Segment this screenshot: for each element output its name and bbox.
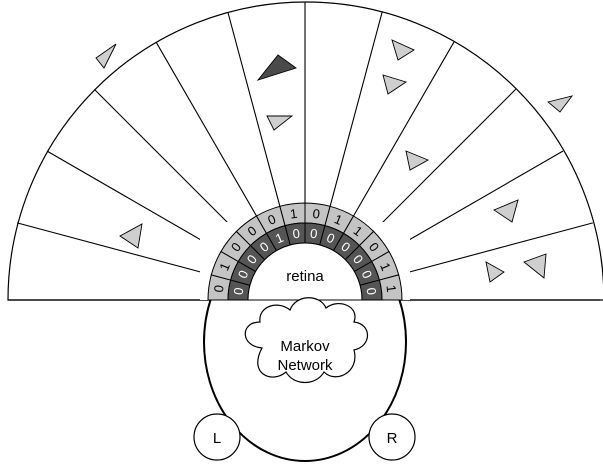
prey-triangle bbox=[391, 39, 415, 61]
prey-group bbox=[95, 39, 574, 283]
retina-outer-bit: 0 bbox=[312, 206, 321, 222]
prey-triangle bbox=[119, 223, 143, 249]
retina-inner-bit: 0 bbox=[292, 226, 301, 242]
right-motor-label: R bbox=[387, 430, 398, 447]
prey-triangle bbox=[256, 54, 297, 81]
sector-lines bbox=[17, 2, 593, 276]
retina-center bbox=[247, 242, 363, 301]
retina-outer-bit: 1 bbox=[383, 284, 399, 293]
left-motor-label: L bbox=[213, 430, 221, 447]
retina-inner-bit: 0 bbox=[309, 226, 318, 242]
prey-triangle bbox=[547, 95, 574, 113]
sector-line bbox=[398, 222, 593, 276]
retina bbox=[207, 202, 403, 301]
sector-line bbox=[329, 12, 383, 207]
sector-line bbox=[388, 150, 564, 252]
sector-line bbox=[155, 41, 257, 217]
prey-triangle bbox=[95, 43, 117, 69]
sector-line bbox=[227, 12, 281, 207]
markov-network-label-line2: Network bbox=[277, 357, 333, 374]
markov-network-cloud bbox=[244, 297, 369, 384]
sector-line bbox=[46, 150, 222, 252]
retina-outer-bit: 0 bbox=[211, 284, 227, 293]
sector-line bbox=[373, 88, 517, 232]
sector-line bbox=[353, 41, 455, 217]
retina-inner-bit: 0 bbox=[231, 287, 247, 296]
prey-triangle bbox=[266, 115, 294, 131]
sector-line bbox=[17, 222, 212, 276]
markov-network-label-line1: Markov bbox=[280, 338, 330, 355]
retina-inner-bit: 0 bbox=[364, 287, 380, 296]
prey-triangle bbox=[523, 253, 547, 279]
sector-line bbox=[93, 88, 237, 232]
right-motor bbox=[368, 413, 416, 461]
prey-triangle bbox=[485, 261, 505, 283]
prey-triangle bbox=[493, 199, 519, 223]
prey-triangle bbox=[405, 150, 430, 171]
retina-label: retina bbox=[286, 268, 324, 285]
prey-triangle bbox=[382, 74, 408, 95]
left-motor bbox=[193, 413, 241, 461]
retina-outer-bit: 1 bbox=[289, 206, 298, 222]
